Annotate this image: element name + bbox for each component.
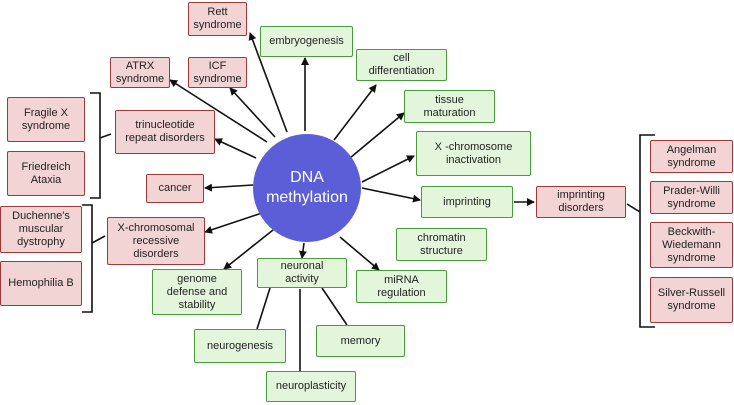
bracket-fragile-friedreich: [90, 92, 112, 199]
node-neuronal-activity: neuronal activity: [257, 258, 347, 288]
node-neurogenesis: neurogenesis: [194, 329, 286, 363]
node-tissue-maturation: tissue maturation: [404, 90, 495, 123]
node-rett-syndrome: Rett syndrome: [188, 2, 247, 36]
dna-methylation-center: DNA methylation: [253, 134, 361, 242]
node-cancer: cancer: [146, 174, 204, 203]
arrow-to-trinucleotide: [214, 138, 257, 159]
arrow-to-mirna: [339, 236, 380, 271]
line-to-memory: [321, 287, 348, 326]
arrow-to-rett: [248, 32, 288, 133]
node-cell-differentiation: cell differentiation: [356, 49, 447, 81]
node-beckwith-wiedemann-syndrome: Beckwith- Wiedemann syndrome: [650, 222, 733, 268]
arrow-to-cancer: [204, 183, 254, 192]
arrow-to-genome-defense: [223, 229, 274, 270]
node-imprinting: imprinting: [421, 186, 513, 218]
node-icf-syndrome: ICF syndrome: [188, 57, 247, 88]
node-fragile-x-syndrome: Fragile X syndrome: [7, 97, 85, 142]
node-memory: memory: [316, 325, 405, 357]
node-duchenne-muscular-dystrophy: Duchenne's muscular dystrophy: [0, 206, 82, 253]
node-atrx-syndrome: ATRX syndrome: [110, 57, 170, 88]
arrow-to-tissue-maturation: [349, 112, 405, 159]
arrow-to-icf: [229, 87, 276, 138]
arrow-to-imprinting: [361, 187, 421, 203]
node-chromatin-structure: chromatin structure: [396, 228, 487, 261]
node-prader-willi-syndrome: Prader-Willi syndrome: [650, 181, 733, 214]
node-genome-defense-and-stability: genome defense and stability: [152, 269, 242, 315]
node-embryogenesis: embryogenesis: [260, 26, 353, 57]
node-angelman-syndrome: Angelman syndrome: [650, 140, 733, 173]
node-hemophilia-b: Hemophilia B: [0, 261, 82, 306]
arrow-to-x-recessive: [204, 212, 263, 234]
node-neuroplasticity: neuroplasticity: [266, 371, 356, 402]
bracket-duchenne-hemophilia: [82, 204, 106, 313]
arrow-to-neuronal-activity: [298, 242, 307, 259]
node-friedreich-ataxia: Friedreich Ataxia: [7, 151, 85, 196]
bracket-imprinting-disorders: [626, 134, 655, 328]
node-x-chromosomal-recessive-disorders: X-chromosomal recessive disorders: [107, 217, 205, 265]
arrow-to-atrx: [169, 79, 268, 143]
node-trinucleotide-repeat-disorders: trinucleotide repeat disorders: [115, 110, 215, 154]
node-mirna-regulation: miRNA regulation: [356, 270, 447, 303]
node-imprinting-disorders: imprinting disorders: [536, 186, 626, 218]
line-to-neurogenesis: [256, 287, 271, 330]
arrow-to-cell-differentiation: [333, 84, 377, 141]
node-x-chromosome-inactivation: X -chromosome inactivation: [416, 131, 531, 176]
arrow-to-x-inactivation: [361, 155, 415, 183]
node-silver-russell-syndrome: Silver-Russell syndrome: [650, 277, 733, 323]
